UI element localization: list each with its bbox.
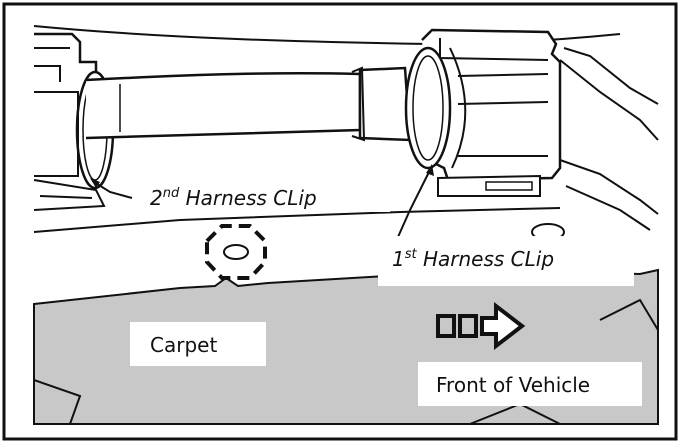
label-2nd-harness-clip: 2nd Harness CLip bbox=[150, 186, 317, 210]
label-front-of-vehicle: Front of Vehicle bbox=[436, 373, 590, 397]
leader-line-2nd-clip bbox=[93, 181, 133, 199]
carpet-fold-left bbox=[33, 379, 82, 425]
label-box-1st-clip bbox=[378, 236, 634, 286]
label-box-front bbox=[418, 362, 642, 406]
floor-line-upper bbox=[33, 207, 561, 233]
carpet-fold-right bbox=[599, 298, 659, 331]
leader-arrow-2nd-clip bbox=[90, 178, 100, 188]
leader-arrow-1st-clip bbox=[426, 164, 434, 176]
label-carpet: Carpet bbox=[150, 333, 217, 357]
label-box-2nd-clip bbox=[134, 176, 390, 212]
label-1st-harness-clip: 1st Harness CLip bbox=[392, 247, 554, 271]
label-box-carpet bbox=[130, 322, 266, 366]
wire-harness-tube bbox=[85, 66, 412, 142]
front-direction-arrow-icon bbox=[436, 301, 526, 351]
first-clip-assembly bbox=[404, 28, 659, 241]
dashed-hex-hole-icon bbox=[205, 224, 267, 280]
